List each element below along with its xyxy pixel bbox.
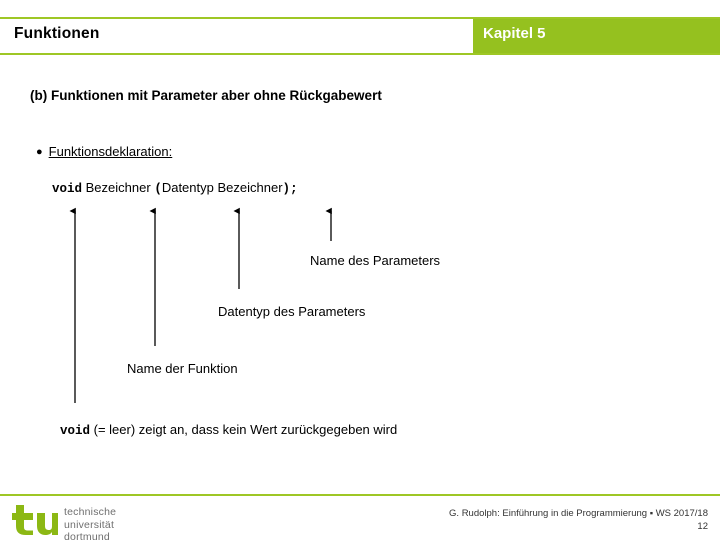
header-rule-top bbox=[0, 17, 720, 19]
tu-logo-line-1: technische universität bbox=[64, 506, 117, 531]
code-param-name: Bezeichner bbox=[217, 180, 283, 195]
code-function-name: Bezeichner bbox=[85, 180, 151, 195]
bullet-heading: ● Funktionsdeklaration: bbox=[36, 144, 172, 159]
chapter-label: Kapitel 5 bbox=[483, 25, 546, 42]
callout-label-param-name: Name des Parameters bbox=[310, 253, 441, 268]
header-green-block bbox=[473, 19, 720, 53]
header-rule-bottom bbox=[0, 53, 720, 55]
bullet-dot-icon: ● bbox=[36, 146, 43, 158]
void-explanation-note: void (= leer) zeigt an, dass kein Wert z… bbox=[60, 422, 397, 438]
page-title: Funktionen bbox=[14, 25, 100, 42]
tu-logo-line-2: dortmund bbox=[64, 531, 110, 543]
code-semicolon: ; bbox=[290, 182, 298, 196]
code-paren-open: ( bbox=[154, 182, 162, 196]
code-keyword-void: void bbox=[52, 182, 83, 196]
callout-label-param-type: Datentyp des Parameters bbox=[218, 304, 366, 319]
tu-logo-wordmark: technische universität dortmund bbox=[64, 506, 116, 544]
footer-rule bbox=[0, 494, 720, 496]
code-declaration: void Bezeichner (Datentyp Bezeichner); bbox=[52, 180, 298, 196]
slide-header: Funktionen Kapitel 5 bbox=[0, 17, 720, 55]
callout-label-function-name: Name der Funktion bbox=[127, 361, 238, 376]
code-param-type: Datentyp bbox=[161, 180, 214, 195]
tu-logo-icon bbox=[12, 505, 58, 535]
code-paren-close: ) bbox=[282, 182, 291, 196]
note-text: (= leer) zeigt an, dass kein Wert zurück… bbox=[90, 422, 398, 437]
note-keyword-void: void bbox=[60, 424, 91, 438]
bullet-heading-label: Funktionsdeklaration: bbox=[48, 144, 173, 159]
footer-credit: G. Rudolph: Einführung in die Programmie… bbox=[449, 508, 708, 519]
section-subtitle: (b) Funktionen mit Parameter aber ohne R… bbox=[30, 88, 382, 103]
footer-page-number: 12 bbox=[697, 521, 708, 532]
